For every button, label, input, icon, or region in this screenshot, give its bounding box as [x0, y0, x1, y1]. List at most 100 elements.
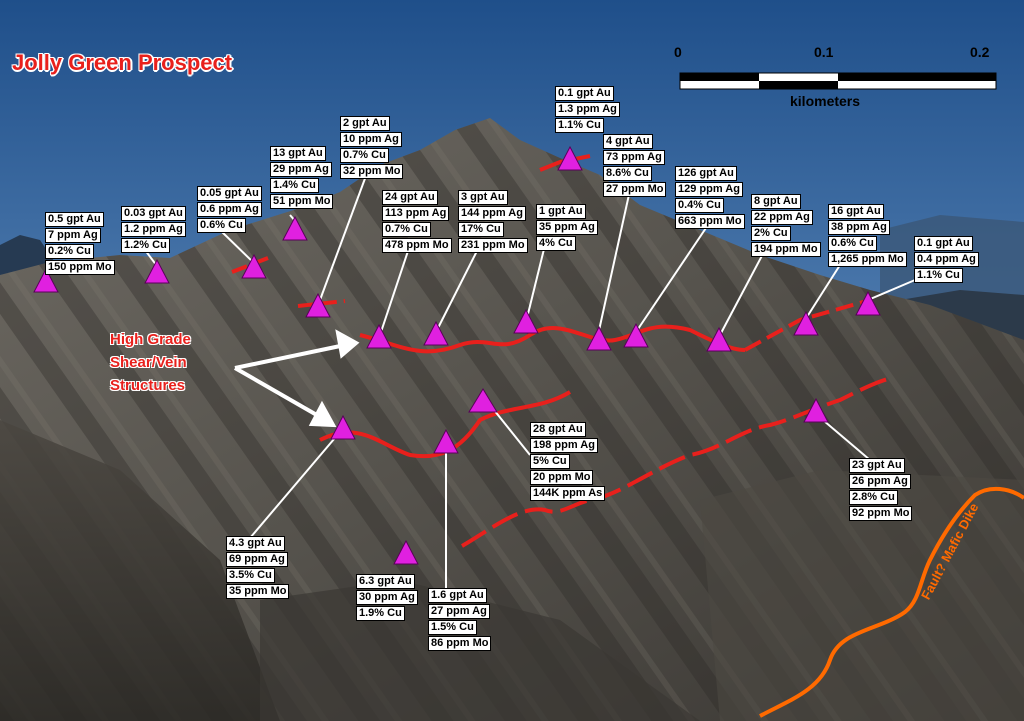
scale-bar — [679, 72, 997, 90]
assay-au: 4 gpt Au — [603, 134, 653, 149]
sample-marker — [433, 428, 459, 454]
assay-au: 6.3 gpt Au — [356, 574, 415, 589]
sample-marker — [513, 308, 539, 334]
assay-mo: 92 ppm Mo — [849, 506, 913, 521]
sample-markers — [33, 145, 881, 565]
sample-marker — [366, 323, 392, 349]
assay-mo: 231 ppm Mo — [458, 238, 528, 253]
scale-tick-0: 0 — [674, 44, 682, 60]
sample-callout: 2 gpt Au 10 ppm Ag 0.7% Cu 32 ppm Mo — [340, 116, 404, 180]
assay-au: 0.05 gpt Au — [197, 186, 262, 201]
assay-cu: 17% Cu — [458, 222, 504, 237]
structure-label: High Grade Shear/Vein Structures — [110, 328, 191, 397]
assay-mo: 32 ppm Mo — [340, 164, 404, 179]
assay-cu: 1.9% Cu — [356, 606, 405, 621]
scale-unit-label: kilometers — [790, 93, 861, 109]
assay-cu: 0.7% Cu — [340, 148, 389, 163]
assay-au: 16 gpt Au — [828, 204, 884, 219]
assay-ag: 0.6 ppm Ag — [197, 202, 262, 217]
assay-au: 0.1 gpt Au — [914, 236, 973, 251]
assay-mo: 150 ppm Mo — [45, 260, 115, 275]
assay-cu: 2% Cu — [751, 226, 791, 241]
assay-mo: 663 ppm Mo — [675, 214, 745, 229]
assay-ag: 7 ppm Ag — [45, 228, 101, 243]
assay-au: 2 gpt Au — [340, 116, 390, 131]
assay-cu: 1.4% Cu — [270, 178, 319, 193]
sample-marker — [855, 290, 881, 316]
structure-label-line: High Grade — [110, 331, 191, 348]
sample-callout: 0.05 gpt Au 0.6 ppm Ag 0.6% Cu — [197, 186, 262, 234]
sample-callout: 23 gpt Au 26 ppm Ag 2.8% Cu 92 ppm Mo — [849, 458, 913, 522]
assay-ag: 29 ppm Ag — [270, 162, 332, 177]
assay-ag: 113 ppm Ag — [382, 206, 450, 221]
sample-callout: 8 gpt Au 22 ppm Ag 2% Cu 194 ppm Mo — [751, 194, 821, 258]
assay-ag: 198 ppm Ag — [530, 438, 598, 453]
assay-ag: 1.3 ppm Ag — [555, 102, 620, 117]
scale-tick-1: 0.1 — [814, 44, 834, 60]
assay-mo: 35 ppm Mo — [226, 584, 290, 599]
assay-ag: 0.4 ppm Ag — [914, 252, 979, 267]
sample-marker — [393, 539, 419, 565]
assay-ag: 38 ppm Ag — [828, 220, 890, 235]
assay-ag: 26 ppm Ag — [849, 474, 911, 489]
assay-au: 1.6 gpt Au — [428, 588, 487, 603]
assay-mo: 86 ppm Mo — [428, 636, 492, 651]
assay-mo: 20 ppm Mo — [530, 470, 594, 485]
sample-marker — [144, 258, 170, 284]
assay-ag: 27 ppm Ag — [428, 604, 490, 619]
assay-cu: 5% Cu — [530, 454, 570, 469]
assay-au: 0.5 gpt Au — [45, 212, 104, 227]
assay-mo: 1,265 ppm Mo — [828, 252, 907, 267]
sample-callout: 1.6 gpt Au 27 ppm Ag 1.5% Cu 86 ppm Mo — [428, 588, 492, 652]
assay-mo: 27 ppm Mo — [603, 182, 667, 197]
assay-cu: 0.6% Cu — [828, 236, 877, 251]
assay-ag: 144 ppm Ag — [458, 206, 526, 221]
assay-au: 28 gpt Au — [530, 422, 586, 437]
sample-callout: 4 gpt Au 73 ppm Ag 8.6% Cu 27 ppm Mo — [603, 134, 667, 198]
assay-cu: 0.2% Cu — [45, 244, 94, 259]
scale-tick-2: 0.2 — [970, 44, 990, 60]
sample-marker — [33, 267, 59, 293]
assay-au: 4.3 gpt Au — [226, 536, 285, 551]
assay-ag: 35 ppm Ag — [536, 220, 598, 235]
assay-cu: 3.5% Cu — [226, 568, 275, 583]
assay-ag: 69 ppm Ag — [226, 552, 288, 567]
assay-au: 0.1 gpt Au — [555, 86, 614, 101]
sample-marker — [241, 253, 267, 279]
sample-marker — [330, 414, 356, 440]
assay-cu: 0.7% Cu — [382, 222, 431, 237]
assay-ag: 1.2 ppm Ag — [121, 222, 186, 237]
sample-callout: 126 gpt Au 129 ppm Ag 0.4% Cu 663 ppm Mo — [675, 166, 745, 230]
assay-au: 24 gpt Au — [382, 190, 438, 205]
assay-ag: 129 ppm Ag — [675, 182, 743, 197]
assay-cu: 8.6% Cu — [603, 166, 652, 181]
sample-marker — [706, 326, 732, 352]
arrows — [234, 329, 360, 428]
sample-callout: 28 gpt Au 198 ppm Ag 5% Cu 20 ppm Mo 144… — [530, 422, 606, 502]
sample-callout: 0.03 gpt Au 1.2 ppm Ag 1.2% Cu — [121, 206, 186, 254]
sample-callout: 0.1 gpt Au 1.3 ppm Ag 1.1% Cu — [555, 86, 620, 134]
assay-cu: 4% Cu — [536, 236, 576, 251]
assay-cu: 2.8% Cu — [849, 490, 898, 505]
assay-ag: 22 ppm Ag — [751, 210, 813, 225]
assay-cu: 1.1% Cu — [555, 118, 604, 133]
sample-marker — [623, 322, 649, 348]
assay-cu: 1.2% Cu — [121, 238, 170, 253]
assay-as: 144K ppm As — [530, 486, 606, 501]
assay-au: 23 gpt Au — [849, 458, 905, 473]
assay-cu: 1.5% Cu — [428, 620, 477, 635]
assay-au: 126 gpt Au — [675, 166, 737, 181]
assay-mo: 478 ppm Mo — [382, 238, 452, 253]
sample-callout: 1 gpt Au 35 ppm Ag 4% Cu — [536, 204, 598, 252]
leader-lines — [144, 164, 916, 588]
assay-cu: 1.1% Cu — [914, 268, 963, 283]
sample-callout: 13 gpt Au 29 ppm Ag 1.4% Cu 51 ppm Mo — [270, 146, 334, 210]
sample-callout: 0.1 gpt Au 0.4 ppm Ag 1.1% Cu — [914, 236, 979, 284]
assay-mo: 51 ppm Mo — [270, 194, 334, 209]
assay-cu: 0.4% Cu — [675, 198, 724, 213]
sample-marker — [468, 388, 498, 413]
structure-label-line: Shear/Vein — [110, 354, 187, 371]
sample-marker — [282, 215, 308, 241]
sample-callout: 6.3 gpt Au 30 ppm Ag 1.9% Cu — [356, 574, 418, 622]
